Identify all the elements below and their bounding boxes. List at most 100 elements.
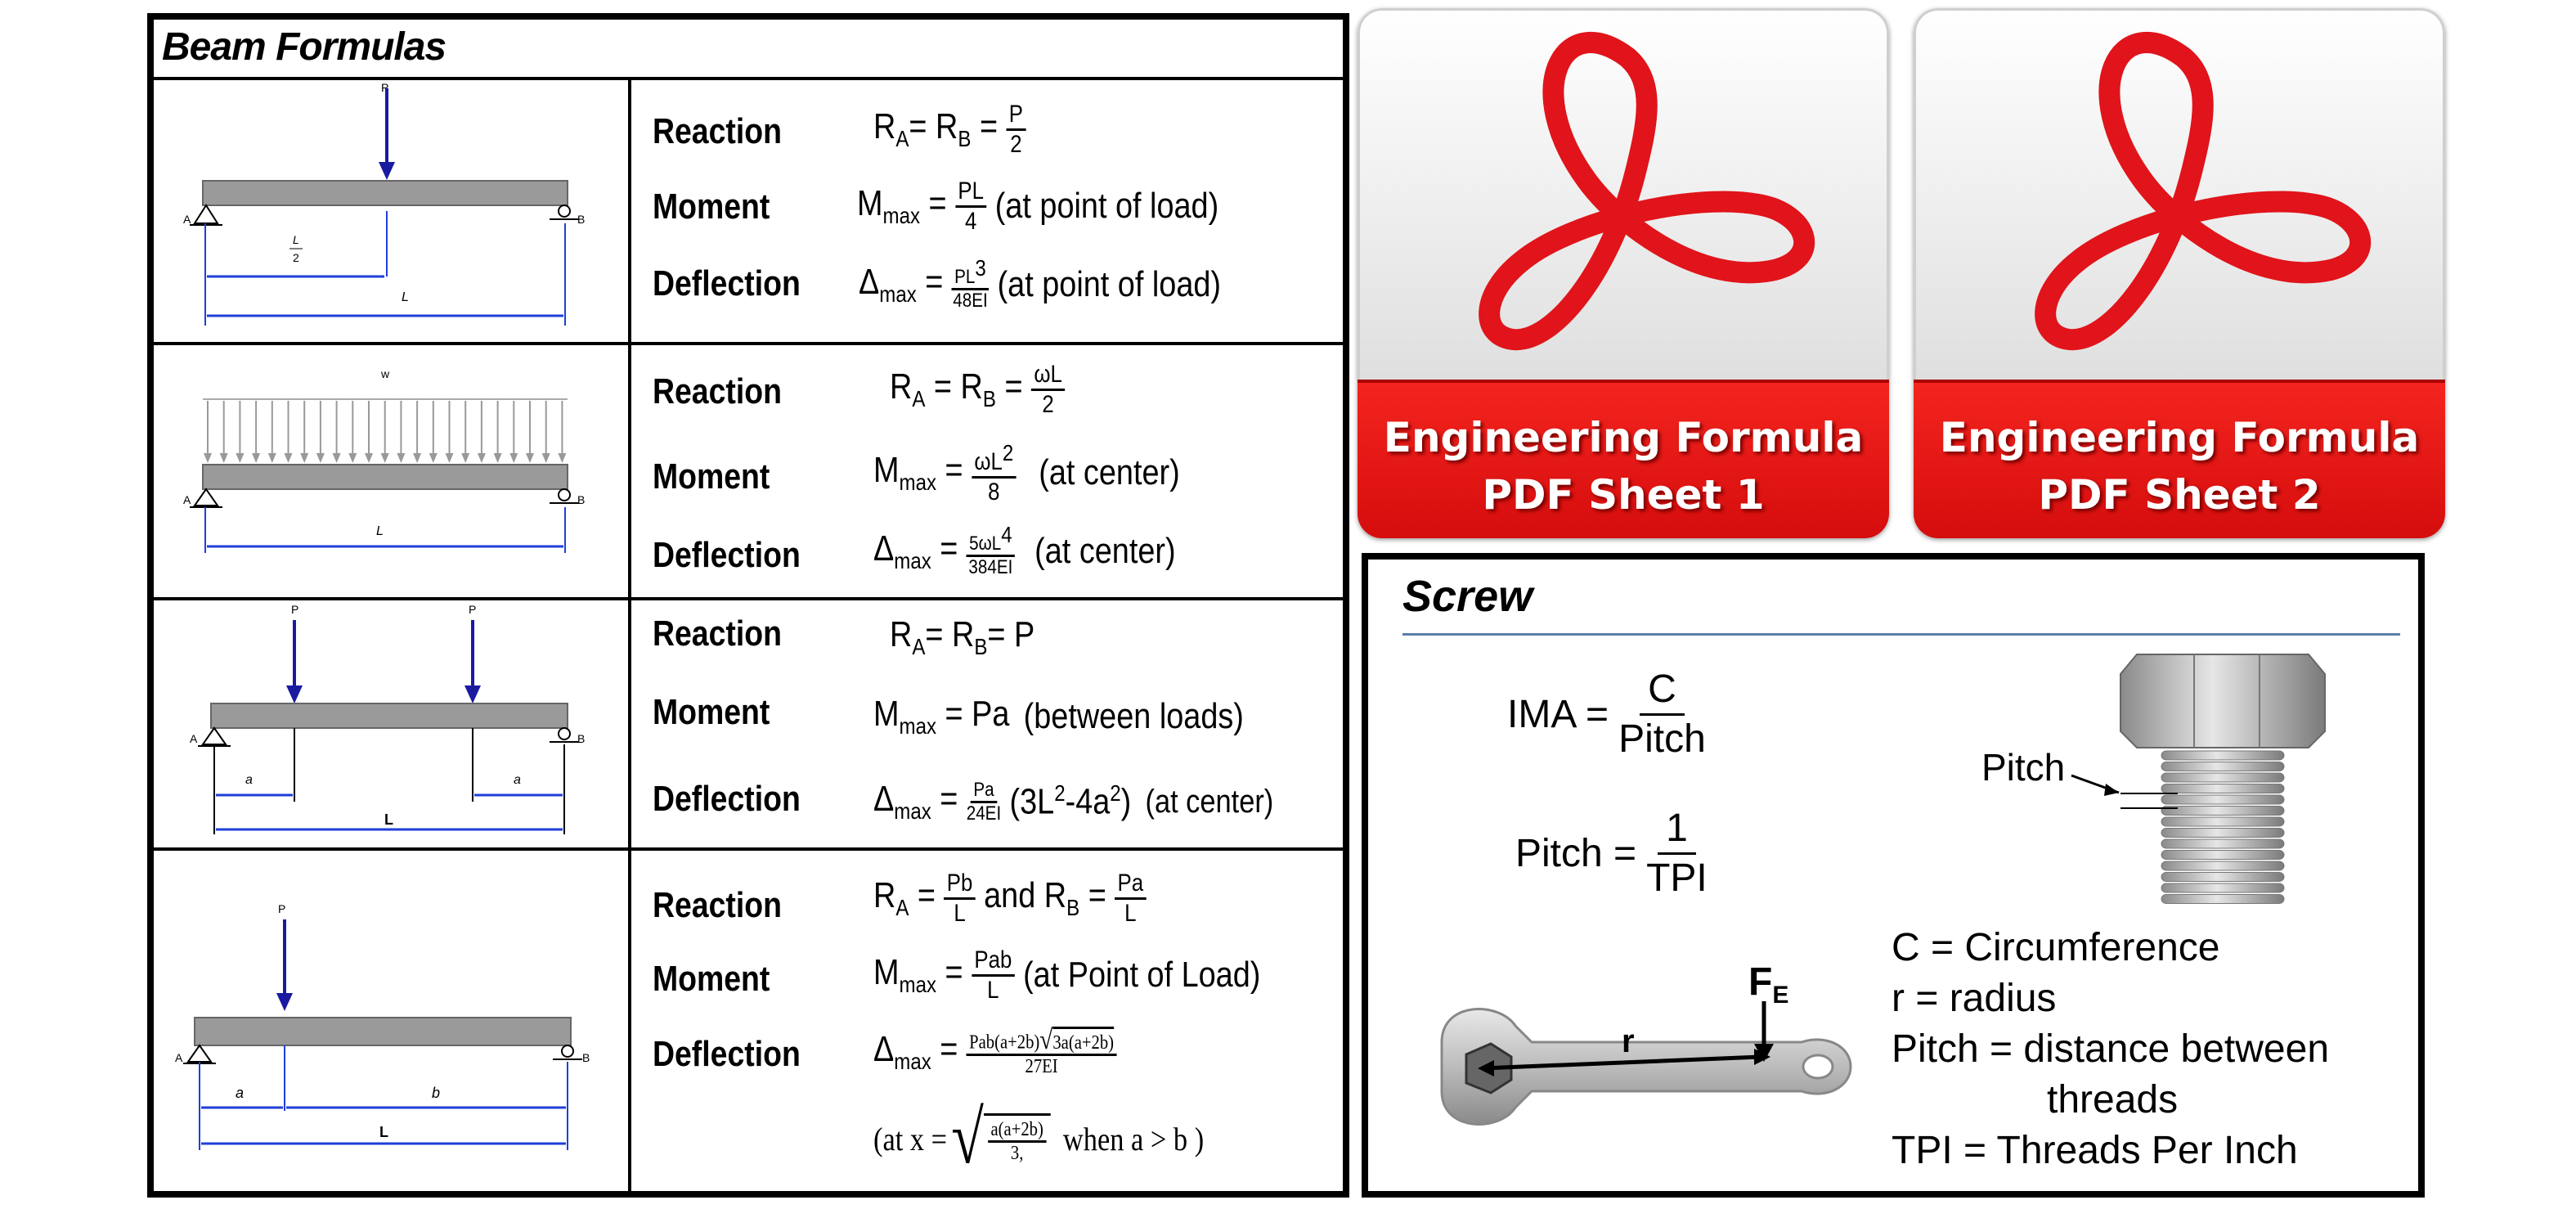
span-label: L <box>379 1124 388 1140</box>
pdf-caption-band <box>1358 380 1889 538</box>
support-a-label: A <box>183 493 191 506</box>
pdf-caption-line2: PDF Sheet 1 <box>1482 471 1765 519</box>
two-load-diagram-svg: P P A B a a <box>190 603 585 834</box>
thread-ring <box>2161 872 2285 882</box>
uniform-load-diagram-svg: w A B L <box>183 367 585 553</box>
support-a-label: A <box>183 213 191 226</box>
moment-formula: Mmax = Pa (between loads) <box>873 694 1244 739</box>
thread-ring <box>2161 772 2285 783</box>
pdf-sheet-1-tile[interactable]: Engineering Formula PDF Sheet 1 <box>1358 8 1889 538</box>
thread-ring <box>2161 784 2285 793</box>
reaction-label: Reaction <box>653 614 782 654</box>
half-span-denominator: 2 <box>293 251 299 264</box>
thread-ring <box>2161 816 2285 827</box>
a-label-left: a <box>245 773 253 787</box>
support-b-label: B <box>582 1051 590 1064</box>
wrench-body <box>1440 1008 1852 1126</box>
distributed-load-arrowhead <box>284 453 293 463</box>
distributed-load-arrowhead <box>445 453 454 463</box>
title-divider <box>154 77 1343 80</box>
distributed-load-arrowhead <box>461 453 470 463</box>
pdf-sheet-2-tile[interactable]: Engineering Formula PDF Sheet 2 <box>1914 8 2445 538</box>
distributed-load-arrowhead <box>509 453 518 463</box>
moment-label: Moment <box>653 187 770 227</box>
distributed-load-arrowhead <box>380 453 389 463</box>
deflection-label: Deflection <box>653 535 801 575</box>
beam-formulas-panel: Beam Formulas P A B L 2 <box>147 13 1349 1198</box>
thread-ring <box>2161 794 2285 805</box>
pdf-caption: Engineering Formula PDF Sheet 1 <box>1358 409 1889 524</box>
roller-support-right <box>558 488 571 501</box>
bolt-head <box>2120 654 2326 748</box>
roller-support-right <box>558 727 571 740</box>
radius-label: r <box>1622 1023 1635 1059</box>
distributed-load-arrowhead <box>493 453 502 463</box>
pdf-caption-line1: Engineering Formula <box>1383 414 1864 461</box>
distributed-load-arrowhead <box>267 453 276 463</box>
definition-pitch-cont: threads <box>2047 1078 2179 1121</box>
distributed-load-arrowhead <box>477 453 486 463</box>
beam-bar <box>202 180 568 206</box>
deflection-label: Deflection <box>653 263 801 303</box>
roller-support-right <box>558 204 571 218</box>
eccentric-load-diagram-svg: P A B a b L <box>175 902 590 1150</box>
moment-label: Moment <box>653 692 770 732</box>
thread-ring <box>2161 861 2285 871</box>
moment-label: Moment <box>653 456 770 497</box>
location-formula: (at x = √a(a+2b)3, when a > b ) <box>873 1096 1205 1180</box>
distributed-load-arrowhead <box>236 453 245 463</box>
load-label-1: P <box>291 603 298 616</box>
bolt-illustration: Pitch <box>1981 654 2326 904</box>
load-label: P <box>381 81 388 94</box>
beam-diagram-two-loads: P P A B a a <box>154 597 631 847</box>
pdf-icon <box>1479 32 1815 351</box>
beam-diagram-uniform-load: w A B L <box>154 342 631 597</box>
beam-bar <box>202 464 568 490</box>
radius-arrow <box>1482 1054 1761 1071</box>
screw-title: Screw <box>1402 572 1533 621</box>
reaction-label: Reaction <box>653 111 782 151</box>
definition-radius: r = radius <box>1892 977 2057 1020</box>
thread-ring <box>2161 883 2285 893</box>
distributed-load-arrowhead <box>541 453 550 463</box>
half-span-label: L <box>293 233 299 246</box>
distributed-load-arrowhead <box>429 453 438 463</box>
beam-row-eccentric-load: P A B a b L Reaction Mo <box>154 847 1343 1198</box>
distributed-load-arrowhead <box>397 453 406 463</box>
span-label: L <box>376 524 384 538</box>
load-label: P <box>278 902 285 915</box>
distributed-load-arrowhead <box>204 453 212 463</box>
a-label: a <box>236 1085 244 1101</box>
beam-bar <box>210 703 568 729</box>
thread-ring <box>2161 750 2285 761</box>
beam-diagram-eccentric-load: P A B a b L <box>154 847 631 1198</box>
pin-support-left <box>201 726 227 745</box>
pdf-icon <box>2035 32 2372 351</box>
pin-support-left <box>186 1044 213 1063</box>
reaction-label: Reaction <box>653 371 782 411</box>
pin-support-left <box>193 488 219 506</box>
deflection-label: Deflection <box>653 779 801 819</box>
thread-ring <box>2161 838 2285 849</box>
thread-ring <box>2161 894 2285 904</box>
distributed-load-arrowhead <box>316 453 325 463</box>
support-b-label: B <box>577 732 585 745</box>
support-a-label: A <box>175 1051 183 1064</box>
b-label: b <box>432 1085 440 1101</box>
wrench-illustration: r FE <box>1440 960 1852 1126</box>
pdf-caption-line1: Engineering Formula <box>1939 414 2420 461</box>
thread-ring <box>2161 762 2285 771</box>
pdf-caption-band <box>1914 380 2445 538</box>
force-label: FE <box>1748 960 1788 1009</box>
deflection-label: Deflection <box>653 1034 801 1074</box>
load-label-2: P <box>469 603 476 616</box>
screw-definitions: C = Circumference r = radius Pitch = dis… <box>1892 923 2329 1176</box>
thread-ring <box>2161 828 2285 838</box>
